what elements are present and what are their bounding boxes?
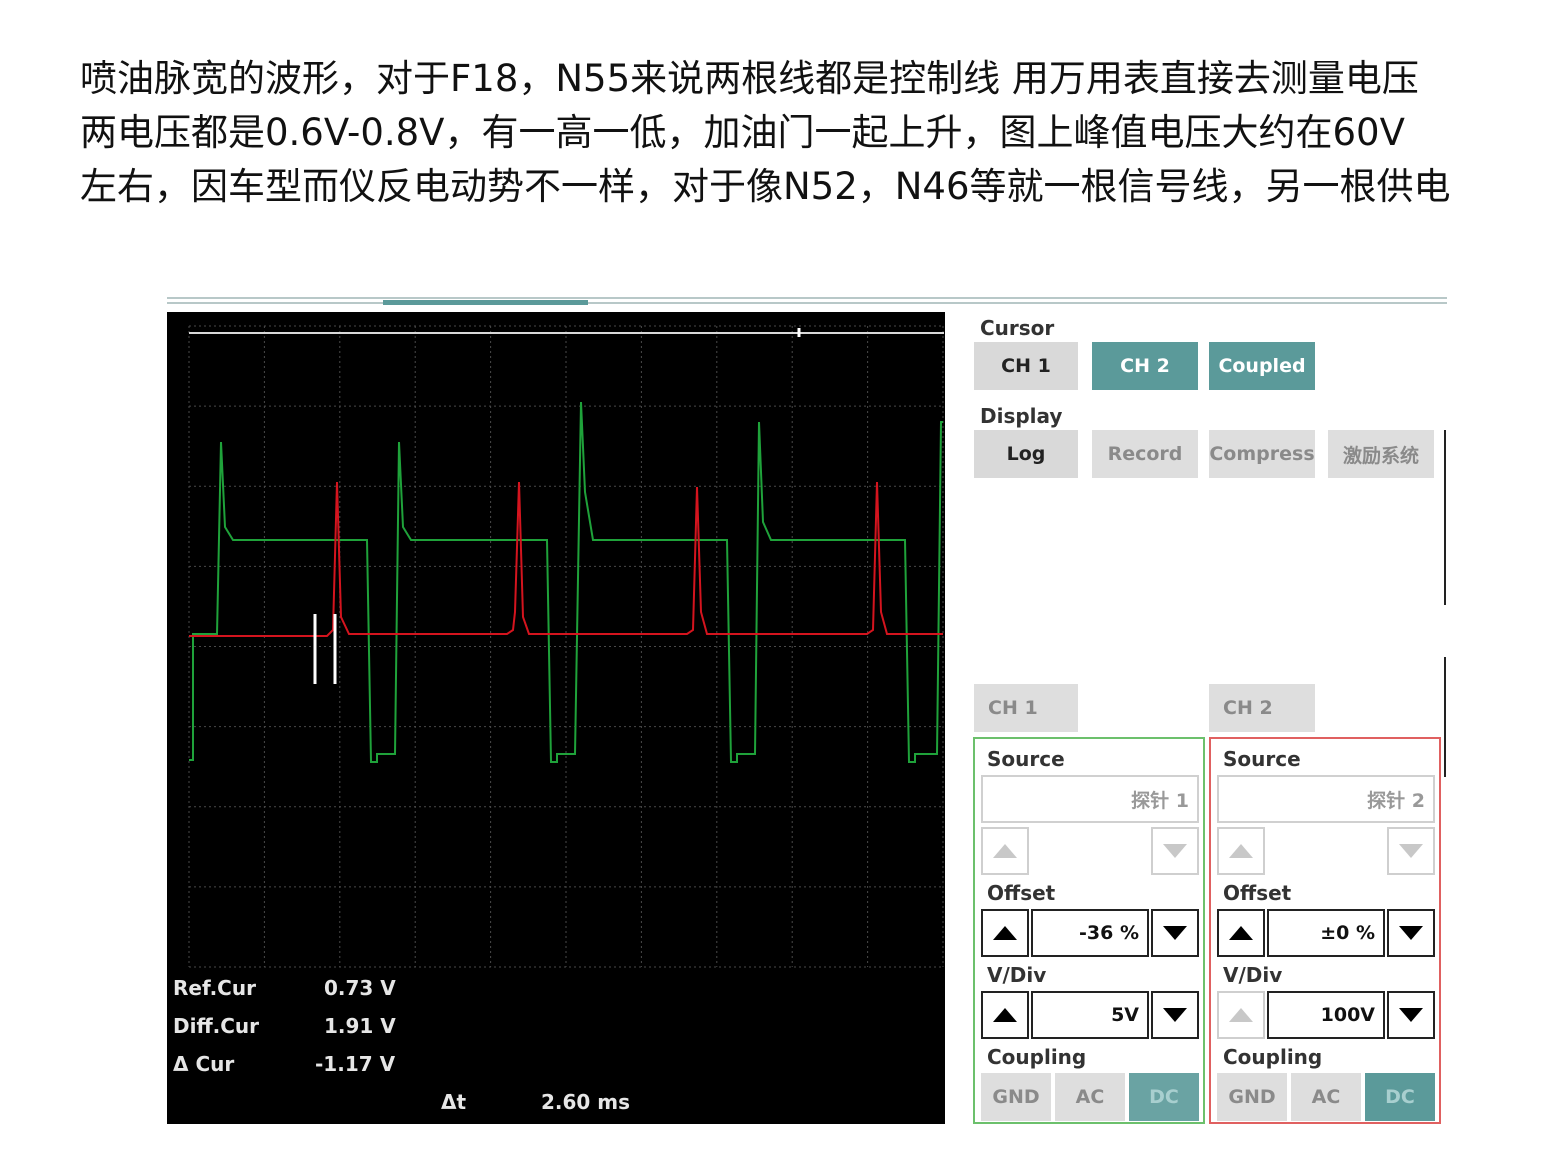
ch2-coupling-label: Coupling — [1223, 1045, 1323, 1069]
caption-line-1: 喷油脉宽的波形，对于F18，N55来说两根线都是控制线 用万用表直接去测量电压 — [80, 57, 1419, 100]
ch2-source-field[interactable]: 探针 2 — [1217, 775, 1435, 823]
panel-divider-2 — [1444, 657, 1446, 777]
ch2-offset-value[interactable]: ±0 % — [1267, 909, 1385, 957]
ch2-coupling-gnd[interactable]: GND — [1217, 1073, 1287, 1121]
caption-line-3: 左右，因车型而仪反电动势不一样，对于像N52，N46等就一根信号线，另一根供电 — [80, 165, 1451, 208]
caption-line-2: 两电压都是0.6V-0.8V，有一高一低，加油门一起上升，图上峰值电压大约在60… — [80, 111, 1405, 154]
diff-cur-label: Diff.Cur — [173, 1014, 260, 1038]
ch2-offset-label: Offset — [1223, 881, 1292, 905]
cursor-ch2-button[interactable]: CH 2 — [1092, 342, 1198, 390]
triangle-down-icon — [1163, 926, 1187, 940]
ch2-vdiv-label: V/Div — [1223, 963, 1283, 987]
control-panel: Cursor CH 1 CH 2 Coupled Display Log Rec… — [968, 312, 1448, 1124]
triangle-up-icon — [993, 844, 1017, 858]
excite-system-button[interactable]: 激励系统 — [1328, 430, 1434, 478]
scope-grid — [188, 325, 944, 968]
ch2-vdiv-down-button[interactable] — [1387, 991, 1435, 1039]
ch2-settings: Source 探针 2 Offset ±0 % V/Div 100V Coupl… — [1209, 737, 1441, 1124]
ch1-offset-label: Offset — [987, 881, 1056, 905]
caption: 喷油脉宽的波形，对于F18，N55来说两根线都是控制线 用万用表直接去测量电压 … — [80, 52, 1520, 214]
ch1-source-up-button[interactable] — [981, 827, 1029, 875]
ch1-coupling-label: Coupling — [987, 1045, 1087, 1069]
log-button[interactable]: Log — [974, 430, 1078, 478]
ch1-offset-up-button[interactable] — [981, 909, 1029, 957]
delta-cur-value: -1.17 V — [315, 1052, 396, 1076]
ch2-coupling-ac[interactable]: AC — [1291, 1073, 1361, 1121]
ch1-coupling-gnd[interactable]: GND — [981, 1073, 1051, 1121]
delta-t-label: Δt — [441, 1090, 467, 1114]
ch1-source-down-button[interactable] — [1151, 827, 1199, 875]
ref-cur-value: 0.73 V — [324, 976, 396, 1000]
triangle-down-icon — [1163, 1008, 1187, 1022]
tab-ch2[interactable]: CH 2 — [1209, 684, 1315, 732]
triangle-up-icon — [993, 1008, 1017, 1022]
ch2-source-down-button[interactable] — [1387, 827, 1435, 875]
ch1-coupling-ac[interactable]: AC — [1055, 1073, 1125, 1121]
display-label: Display — [980, 404, 1063, 428]
top-divider-2 — [167, 302, 1447, 304]
ch1-source-field[interactable]: 探针 1 — [981, 775, 1199, 823]
triangle-down-icon — [1163, 844, 1187, 858]
ch2-vdiv-up-button[interactable] — [1217, 991, 1265, 1039]
ch2-source-label: Source — [1223, 747, 1301, 771]
top-divider — [167, 297, 1447, 299]
ch2-vdiv-value[interactable]: 100V — [1267, 991, 1385, 1039]
cursor-label: Cursor — [980, 316, 1055, 340]
tab-ch1[interactable]: CH 1 — [974, 684, 1078, 732]
ch1-source-label: Source — [987, 747, 1065, 771]
ch2-offset-down-button[interactable] — [1387, 909, 1435, 957]
cursor-ch1-button[interactable]: CH 1 — [974, 342, 1078, 390]
panel-divider — [1444, 430, 1446, 605]
ch1-settings: Source 探针 1 Offset -36 % V/Div 5V Coupli… — [973, 737, 1205, 1124]
triangle-down-icon — [1399, 844, 1423, 858]
delta-t-value: 2.60 ms — [541, 1090, 631, 1114]
ch1-waveform — [189, 401, 943, 763]
ch2-waveform — [189, 481, 943, 637]
ch1-offset-value[interactable]: -36 % — [1031, 909, 1149, 957]
cursor-coupled-button[interactable]: Coupled — [1209, 342, 1315, 390]
ch1-vdiv-value[interactable]: 5V — [1031, 991, 1149, 1039]
triangle-up-icon — [993, 926, 1017, 940]
ch1-offset-down-button[interactable] — [1151, 909, 1199, 957]
oscilloscope-screen[interactable]: Ref.Cur 0.73 V Diff.Cur 1.91 V Δ Cur -1.… — [167, 312, 945, 1124]
diff-cur-value: 1.91 V — [324, 1014, 396, 1038]
ch2-offset-up-button[interactable] — [1217, 909, 1265, 957]
triangle-up-icon — [1229, 1008, 1253, 1022]
record-button[interactable]: Record — [1092, 430, 1198, 478]
triangle-down-icon — [1399, 1008, 1423, 1022]
triangle-down-icon — [1399, 926, 1423, 940]
ch1-vdiv-down-button[interactable] — [1151, 991, 1199, 1039]
compress-button[interactable]: Compress — [1209, 430, 1315, 478]
scroll-indicator[interactable] — [383, 300, 588, 305]
delta-cur-label: Δ Cur — [173, 1052, 235, 1076]
ch1-vdiv-label: V/Div — [987, 963, 1047, 987]
ch1-coupling-dc[interactable]: DC — [1129, 1073, 1199, 1121]
ch2-source-up-button[interactable] — [1217, 827, 1265, 875]
ch1-vdiv-up-button[interactable] — [981, 991, 1029, 1039]
triangle-up-icon — [1229, 926, 1253, 940]
triangle-up-icon — [1229, 844, 1253, 858]
ref-cur-label: Ref.Cur — [173, 976, 256, 1000]
waveform-canvas — [188, 325, 944, 968]
ch2-coupling-dc[interactable]: DC — [1365, 1073, 1435, 1121]
